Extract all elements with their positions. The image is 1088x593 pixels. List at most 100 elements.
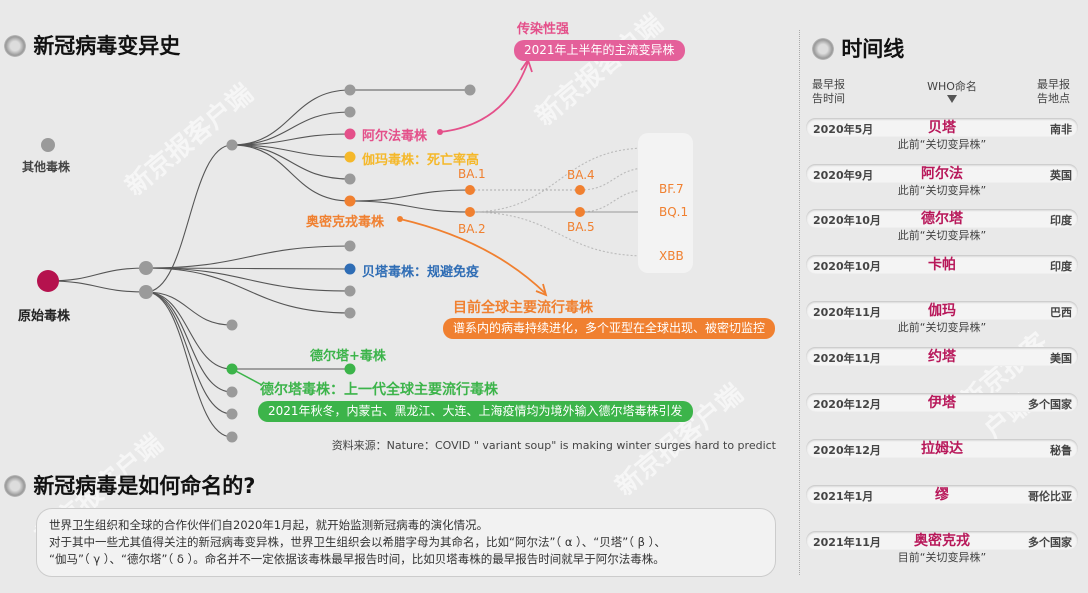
label-xbb: XBB — [659, 249, 684, 263]
timeline-date: 2020年12月 — [813, 398, 881, 411]
omicron-callout-note: 谱系内的病毒持续进化，多个亚型在全球出现、被密切监控 — [443, 318, 776, 339]
branch-line — [231, 133, 351, 146]
timeline-place: 南非 — [1050, 123, 1072, 136]
timeline-place: 多个国家 — [1028, 536, 1072, 549]
strain-node — [464, 84, 476, 96]
origin-node — [37, 270, 59, 292]
strain-node — [344, 285, 356, 297]
timeline-place: 巴西 — [1050, 306, 1072, 319]
timeline-place: 哥伦比亚 — [1028, 490, 1072, 503]
timeline-who-name: 卡帕 — [928, 257, 956, 273]
alpha-arrow — [439, 61, 529, 133]
strain-node — [344, 307, 356, 319]
timeline-date: 2020年12月 — [813, 444, 881, 457]
timeline-note: 此前“关切变异株” — [897, 184, 987, 197]
branch-line — [47, 267, 147, 282]
col-name-header: WHO命名 — [920, 78, 984, 103]
strain-node — [344, 151, 356, 163]
branch-line — [145, 245, 351, 269]
branch-line — [469, 147, 649, 213]
strain-node — [344, 84, 356, 96]
strain-node — [344, 173, 356, 185]
strain-node — [437, 129, 443, 135]
label-omicron: 奥密克戎毒株 — [306, 215, 385, 230]
subvariant-node — [465, 207, 475, 217]
timeline-who-name: 奥密克戎 — [914, 533, 970, 549]
timeline-row: 2020年9月阿尔法英国 — [806, 164, 1078, 183]
timeline-row: 2020年10月卡帕印度 — [806, 255, 1078, 274]
naming-textbox: 世界卫生组织和全球的合作伙伴们自2020年1月起，就开始监测新冠病毒的演化情况。… — [36, 508, 776, 577]
timeline-date: 2021年1月 — [813, 490, 874, 503]
strain-node — [139, 261, 153, 275]
branch-line — [349, 200, 471, 213]
branch-line — [47, 280, 147, 293]
timeline-date: 2020年11月 — [813, 306, 881, 319]
strain-node — [344, 195, 356, 207]
branch-line — [231, 89, 351, 146]
timeline-place: 秘鲁 — [1050, 444, 1072, 457]
timeline-date: 2020年10月 — [813, 260, 881, 273]
title-variant-history: 新冠病毒变异史 — [4, 30, 180, 60]
branch-line — [145, 267, 351, 314]
timeline-row: 2020年10月德尔塔印度 — [806, 209, 1078, 228]
label-gamma: 伽玛毒株：死亡率高 — [362, 153, 480, 168]
subvariant-node — [575, 207, 585, 217]
branch-line — [145, 291, 233, 370]
strain-node — [226, 363, 238, 375]
label-ba1: BA.1 — [458, 167, 486, 181]
strain-node — [226, 386, 238, 398]
branch-line — [231, 144, 351, 158]
timeline-place: 多个国家 — [1028, 398, 1072, 411]
col-time-header: 最早报 告时间 — [812, 78, 845, 105]
timeline-note: 此前“关切变异株” — [897, 229, 987, 242]
branch-line — [145, 291, 233, 415]
strain-node — [344, 363, 356, 375]
timeline-who-name: 拉姆达 — [921, 441, 963, 457]
other-strain-node — [41, 138, 55, 152]
branch-line — [579, 189, 649, 213]
timeline-date: 2020年5月 — [813, 123, 874, 136]
label-delta-plus: 德尔塔+毒株 — [310, 349, 386, 364]
source-note: 资料来源：Nature：COVID " variant soup" is mak… — [331, 439, 776, 452]
naming-title-text: 新冠病毒是如何命名的? — [33, 474, 256, 498]
strain-node — [226, 319, 238, 331]
branch-line — [145, 144, 233, 293]
timeline-who-name: 伽玛 — [928, 303, 956, 319]
delta-note: 2021年秋冬，内蒙古、黑龙江、大连、上海疫情均为境外输入德尔塔毒株引发 — [258, 401, 693, 422]
branch-line — [231, 144, 351, 180]
label-ba4: BA.4 — [567, 168, 595, 182]
label-bq1: BQ.1 — [659, 205, 689, 219]
branch-line — [145, 291, 233, 438]
branch-line — [231, 111, 351, 146]
timeline-note: 此前“关切变异株” — [897, 321, 987, 334]
strain-node — [139, 285, 153, 299]
virus-icon — [4, 35, 26, 57]
branch-line — [349, 189, 471, 202]
branch-line — [145, 267, 351, 270]
label-origin: 原始毒株 — [18, 309, 71, 324]
timeline-row: 2020年12月伊塔多个国家 — [806, 393, 1078, 412]
strain-node — [226, 408, 238, 420]
branch-line — [469, 211, 649, 257]
label-ba2: BA.2 — [458, 222, 486, 236]
naming-line: 对于其中一些尤其值得关注的新冠病毒变异株，世界卫生组织会以希腊字母为其命名，比如… — [49, 535, 666, 549]
naming-line: 世界卫生组织和全球的合作伙伴们自2020年1月起，就开始监测新冠病毒的演化情况。 — [49, 518, 489, 532]
timeline-who-name: 德尔塔 — [921, 211, 963, 227]
title-timeline: 时间线 — [812, 33, 904, 63]
label-alpha: 阿尔法毒株 — [362, 129, 428, 144]
strain-node — [226, 431, 238, 443]
timeline-date: 2020年9月 — [813, 169, 874, 182]
subvariant-node — [575, 185, 585, 195]
timeline-row: 2020年11月约塔美国 — [806, 347, 1078, 366]
branch-line — [145, 291, 233, 393]
timeline-note: 目前“关切变异株” — [897, 551, 987, 564]
label-delta: 德尔塔毒株：上一代全球主要流行毒株 — [260, 382, 498, 398]
timeline-row: 2020年12月 拉姆达 秘鲁 — [806, 439, 1078, 458]
timeline-date: 2020年11月 — [813, 352, 881, 365]
timeline-place: 美国 — [1050, 352, 1072, 365]
strain-node — [344, 240, 356, 252]
timeline-date: 2021年11月 — [813, 536, 881, 549]
label-beta: 贝塔毒株：规避免疫 — [362, 265, 480, 280]
branch-line — [231, 144, 351, 202]
timeline-who-name: 贝塔 — [928, 120, 956, 136]
